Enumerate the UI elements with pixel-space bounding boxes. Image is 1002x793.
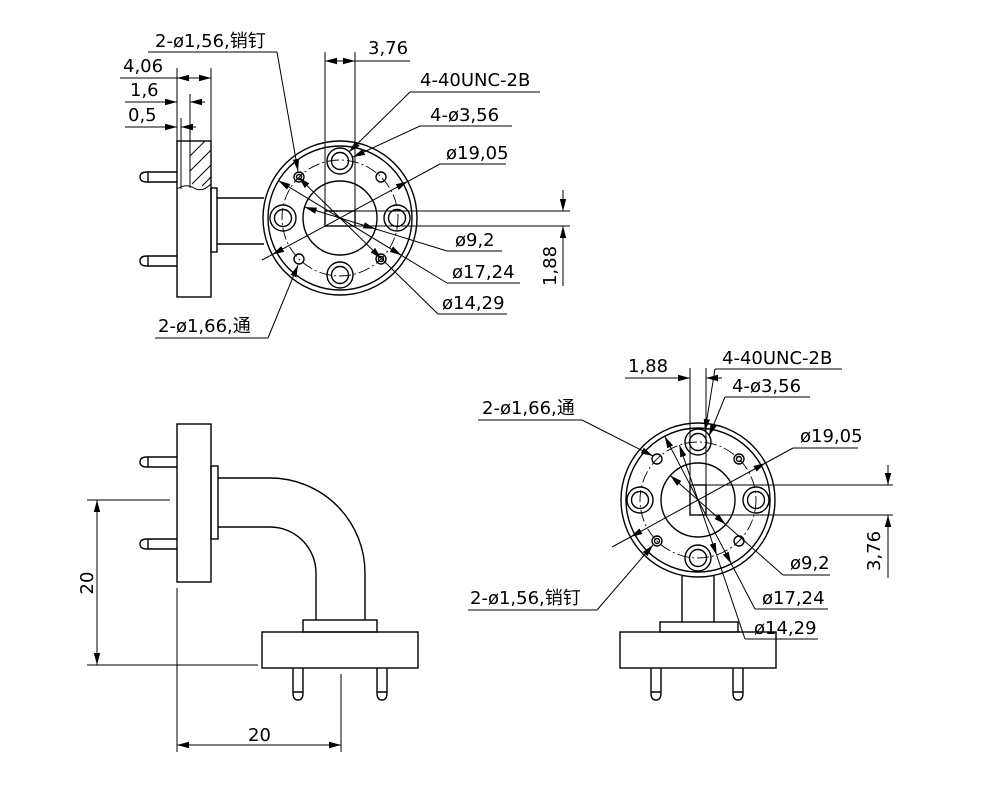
dowel-pin (650, 668, 662, 701)
dowel-pin (139, 456, 177, 468)
leader-line (348, 91, 411, 153)
leader-line (708, 396, 726, 437)
flange-ring-circle (625, 427, 771, 573)
horizontal-dim: 20 (248, 725, 271, 746)
step-depth-dim: 1,6 (130, 80, 159, 101)
leader-line (596, 544, 654, 611)
bottom-flange-profile (261, 631, 419, 669)
through-hole-label: 2-ø1,66,通 (158, 316, 251, 337)
bore-diameter-label: ø9,2 (790, 553, 830, 574)
bend-inner-wall (218, 526, 317, 620)
leader-line (276, 51, 300, 172)
dowel-pin (139, 538, 177, 550)
break-line (176, 183, 212, 191)
section-hatching (189, 140, 212, 187)
leader-line (401, 254, 448, 284)
bolt-hole-label: 4-ø3,56 (732, 376, 801, 397)
dowel-pin (292, 668, 304, 701)
top-flange-front-view: 3,76 1,88 2-ø1,56,销钉 4-40UNC-2B 4-ø3,56 … (148, 31, 570, 339)
leader-line (267, 264, 299, 339)
leader-line (765, 447, 794, 464)
aperture-width-dim: 3,76 (864, 531, 885, 571)
dowel-pin (376, 668, 388, 701)
flange-ring-circle (267, 145, 413, 291)
aperture-height-dim: 1,88 (540, 246, 561, 286)
leader-line (381, 258, 439, 315)
leader-line (581, 419, 654, 457)
bore-diameter-label: ø9,2 (455, 230, 495, 251)
leader-line (716, 554, 746, 640)
bolt-hole-label: 4-ø3,56 (430, 105, 499, 126)
ring-diameter-label: ø17,24 (762, 588, 825, 609)
leader-line (730, 563, 756, 610)
hole-circle-diameter-label: ø14,29 (754, 618, 817, 639)
dowel-pin (139, 255, 177, 267)
vertical-dim: 20 (77, 572, 98, 595)
diameter-line (298, 177, 382, 259)
bend-side-view: 20 20 (77, 423, 419, 752)
diameter-line (678, 444, 718, 556)
leader-line (261, 254, 273, 261)
leader-line (352, 125, 421, 158)
pin-label: 2-ø1,56,销钉 (155, 31, 266, 52)
bend-end-view: 1,88 3,76 4-40UNC-2B 4-ø3,56 2-ø1,66,通 ø… (468, 348, 893, 701)
bottom-flange-profile (619, 631, 777, 669)
leader-line (703, 368, 716, 432)
top-flange-side-view: 4,06 1,6 0,5 (120, 56, 264, 298)
aperture-width-dim: 3,76 (368, 38, 408, 59)
ring-diameter-label: ø17,24 (452, 262, 515, 283)
aperture-height-dim: 1,88 (628, 356, 668, 377)
leader-line (407, 163, 441, 182)
thread-label: 4-40UNC-2B (420, 70, 530, 91)
leader-line (725, 524, 784, 576)
pin-label: 2-ø1,56,销钉 (470, 588, 581, 609)
left-flange-step (210, 465, 219, 540)
dowel-pin (732, 668, 744, 701)
dowel-pin (139, 171, 177, 183)
flange-step (210, 187, 218, 253)
bend-outer-wall (218, 477, 366, 620)
leader-line (611, 536, 631, 548)
through-hole-label: 2-ø1,66,通 (482, 398, 575, 419)
flange-outer-circle (620, 422, 776, 578)
lip-depth-dim: 0,5 (128, 105, 157, 126)
outer-diameter-label: ø19,05 (446, 143, 509, 164)
outer-diameter-label: ø19,05 (800, 426, 863, 447)
thread-label: 4-40UNC-2B (722, 348, 832, 369)
hole-circle-diameter-label: ø14,29 (442, 293, 505, 314)
flange-outer-circle (262, 140, 418, 296)
flange-thickness-dim: 4,06 (123, 56, 163, 77)
